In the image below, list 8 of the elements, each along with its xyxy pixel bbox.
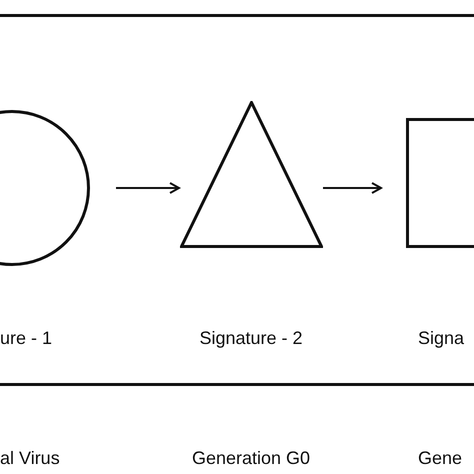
shape-label: Signature - 2 (199, 327, 303, 349)
arrow (323, 182, 382, 194)
generation-label: Gene (418, 447, 462, 469)
shape-label: ure - 1 (0, 327, 52, 349)
shape-label: Signa (418, 327, 464, 349)
generation-label: al Virus (0, 447, 60, 469)
generation-label: Generation G0 (192, 447, 310, 469)
arrow (116, 182, 180, 194)
